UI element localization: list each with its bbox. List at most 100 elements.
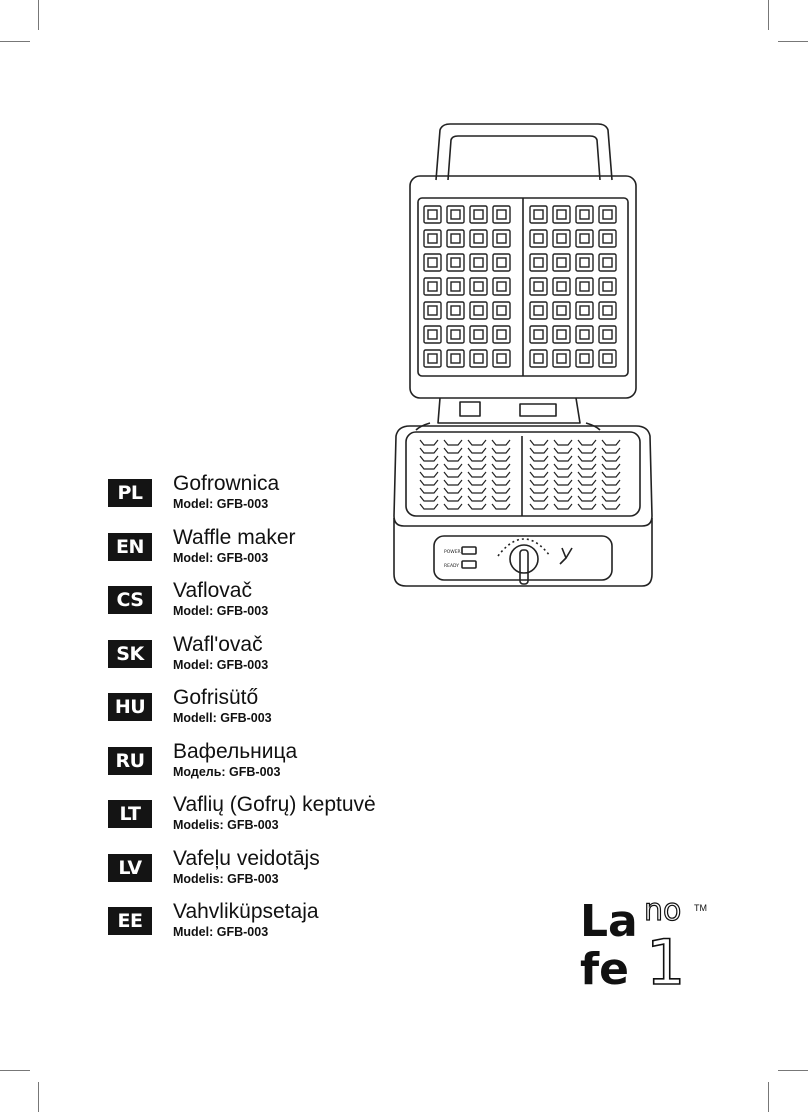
waffle-cell-inner [450, 257, 461, 268]
waffle-cell [552, 205, 571, 224]
waffle-cell [552, 349, 571, 368]
waffle-cell [598, 205, 617, 224]
base-ridge [553, 455, 573, 462]
model-number: Modelis: GFB-003 [173, 871, 279, 886]
base-ridge [443, 471, 463, 478]
waffle-cell [552, 325, 571, 344]
waffle-cell [492, 301, 511, 320]
base-ridge [467, 487, 487, 494]
waffle-cell [446, 277, 465, 296]
waffle-cell-inner [602, 353, 613, 364]
base-ridge [443, 479, 463, 486]
crop-mark [778, 41, 808, 42]
logo-part-fe: fe [580, 944, 629, 995]
base-ridge [553, 487, 573, 494]
waffle-cell-inner [496, 329, 507, 340]
base-ridge [553, 503, 573, 510]
waffle-cell-inner [579, 353, 590, 364]
waffle-cell-inner [579, 329, 590, 340]
waffle-cell [529, 205, 548, 224]
waffle-cell [529, 229, 548, 248]
waffle-cell [469, 253, 488, 272]
base-ridge [467, 503, 487, 510]
model-number: Model: GFB-003 [173, 657, 269, 672]
model-number: Mudel: GFB-003 [173, 925, 269, 939]
base-ridge [553, 447, 573, 454]
model-number: Modell: GFB-003 [173, 711, 272, 725]
base-ridge [601, 455, 621, 462]
waffle-cell-inner [427, 281, 438, 292]
waffle-cell-inner [602, 209, 613, 220]
waffle-cell [575, 229, 594, 248]
waffle-cell-inner [533, 209, 544, 220]
language-code-badge: SK [108, 639, 152, 668]
base-ridge [419, 439, 439, 446]
base-ridge [529, 439, 549, 446]
base-ridge [491, 495, 511, 502]
waffle-cell-inner [427, 257, 438, 268]
base-ridge [553, 439, 573, 446]
base-ridge [443, 487, 463, 494]
waffle-cell-inner [579, 305, 590, 316]
ready-label: READY [444, 563, 459, 569]
waffle-cell-inner [579, 257, 590, 268]
waffle-cell-inner [496, 353, 507, 364]
waffle-cell [423, 277, 442, 296]
waffle-cell-inner [450, 305, 461, 316]
waffle-cell [469, 205, 488, 224]
waffle-cell-inner [602, 305, 613, 316]
crop-mark [0, 1070, 30, 1071]
waffle-cell [529, 325, 548, 344]
waffle-cell-inner [602, 233, 613, 244]
base-ridge [601, 479, 621, 486]
language-row-cs: CS Vaflovač Model: GFB-003 [108, 579, 428, 635]
logo-part-no: no [643, 893, 682, 928]
waffle-cell [423, 253, 442, 272]
waffle-cell-inner [579, 281, 590, 292]
waffle-cell [423, 325, 442, 344]
language-code-badge: EE [108, 907, 152, 935]
waffle-cell-inner [473, 257, 484, 268]
base-ridge [601, 447, 621, 454]
brand-logo: La no fe 1 TM [580, 893, 712, 1000]
product-name: Vaflovač [173, 579, 252, 602]
product-name: Gofrownica [173, 472, 280, 495]
waffle-cell-inner [556, 353, 567, 364]
waffle-cell [469, 301, 488, 320]
waffle-cell [423, 301, 442, 320]
waffle-cell-inner [533, 305, 544, 316]
waffle-cell-inner [427, 329, 438, 340]
waffle-cell [492, 277, 511, 296]
waffle-cell-inner [556, 281, 567, 292]
crop-mark [38, 1082, 39, 1112]
language-row-ee: EE Vahvliküpsetaja Mudel: GFB-003 [108, 900, 428, 956]
language-code-badge: CS [108, 586, 152, 614]
waffle-cell-inner [496, 257, 507, 268]
base-ridge [529, 463, 549, 470]
waffle-cell-inner [533, 329, 544, 340]
base-ridge [553, 479, 573, 486]
waffle-cell-inner [556, 233, 567, 244]
crop-mark [768, 1082, 769, 1112]
base-ridge [491, 471, 511, 478]
waffle-cell [575, 205, 594, 224]
power-label: POWER [444, 549, 461, 555]
base-ridge [443, 503, 463, 510]
waffle-cell-inner [473, 209, 484, 220]
waffle-cell-inner [496, 233, 507, 244]
waffle-cell-inner [450, 209, 461, 220]
crop-mark [768, 0, 769, 30]
base-ridge [467, 439, 487, 446]
base-ridge [491, 455, 511, 462]
logo-part-la: La [580, 896, 638, 947]
base-ridge [419, 479, 439, 486]
waffle-cell-inner [427, 353, 438, 364]
base-ridge [419, 503, 439, 510]
waffle-cell-inner [450, 281, 461, 292]
model-number: Модель: GFB-003 [173, 764, 281, 779]
product-name: Vahvliküpsetaja [173, 900, 319, 923]
waffle-cell-inner [533, 281, 544, 292]
waffle-cell [492, 325, 511, 344]
model-number: Model: GFB-003 [173, 550, 269, 565]
language-row-lt: LT Vaflių (Gofrų) keptuvė Modelis: GFB-0… [108, 793, 428, 849]
